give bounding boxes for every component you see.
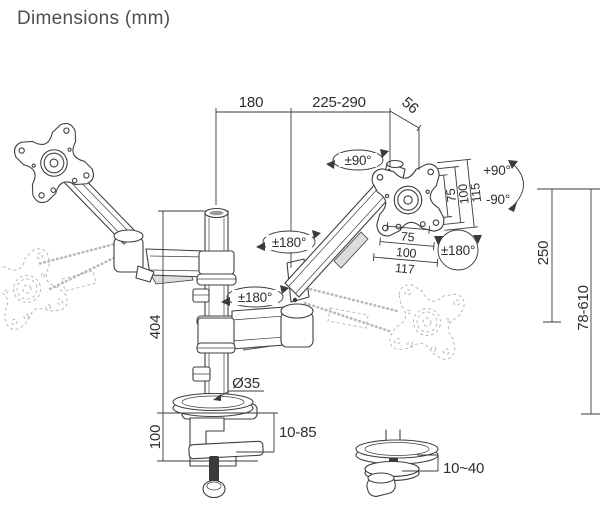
dim-vesa-vertical-75: 75 <box>444 188 459 203</box>
dim-tilt-down: -90° <box>486 192 510 207</box>
clamp-jaw-pad <box>188 440 264 460</box>
ghost-positions <box>0 238 467 362</box>
grommet-thickness-dimension: 10~40 <box>402 454 484 477</box>
dim-height-range: 78-610 <box>575 285 592 331</box>
elbow-pivot-cap-right <box>280 303 314 319</box>
dim-head-rotation: ±180° <box>441 243 475 258</box>
pole-diameter-callout: Ø35 <box>213 375 264 401</box>
upper-extension-arm <box>145 248 237 303</box>
clamp-screw-upper <box>192 288 210 303</box>
dim-arm-inner-reach: 180 <box>239 94 263 111</box>
clamp-knob <box>202 479 226 499</box>
vesa-vertical-dimension-lines <box>437 158 479 231</box>
pole-height-dimension-lines <box>157 210 278 462</box>
desk-clamp <box>172 392 264 499</box>
height-range-dimension-lines <box>537 188 600 415</box>
dim-vesa-horizontal-100: 100 <box>395 245 417 261</box>
arm-under-cover <box>333 231 369 269</box>
tilt-range-symbol: +90° -90° <box>483 160 524 212</box>
pole-clamp-upper <box>198 250 235 275</box>
dim-desk-thickness-grommet: 10~40 <box>443 460 484 477</box>
dim-vesa-vertical-100: 100 <box>456 183 472 205</box>
dim-gas-lift-range: 250 <box>535 241 552 265</box>
upper-arm-rotation-symbol: ±180° <box>256 230 321 254</box>
dim-swivel-angle: ±90° <box>344 153 371 168</box>
dim-clamp-body-height: 100 <box>147 425 164 449</box>
dim-pole-height: 404 <box>147 315 164 339</box>
head-rotation-symbol: ±180° <box>434 229 482 271</box>
dim-vesa-horizontal-75: 75 <box>400 229 415 244</box>
reach-dimension-lines <box>215 108 422 268</box>
clamp-thickness-dimension: 10-85 <box>236 413 317 453</box>
monitor-arm-drawing <box>10 119 439 499</box>
clamp-screw-rod <box>209 456 219 486</box>
vesa-horizontal-dimensions: 75 100 117 <box>372 222 439 277</box>
dim-upper-arm-rotation: ±180° <box>272 235 306 250</box>
grommet-mount <box>355 429 439 497</box>
elbow-pivot-cap-left <box>113 229 144 243</box>
lower-arm-rotation-symbol: ±180° <box>221 285 289 308</box>
dim-vesa-horizontal-117: 117 <box>395 261 416 277</box>
dim-head-offset: 56 <box>398 94 421 118</box>
dim-lower-arm-rotation: ±180° <box>238 290 272 305</box>
page-title: Dimensions (mm) <box>17 8 171 29</box>
ghost-right-vesa-plate <box>387 282 467 362</box>
vesa-horizontal-dimension-lines <box>372 222 439 267</box>
grommet-top-plate <box>355 439 439 459</box>
dim-desk-thickness-clamp: 10-85 <box>279 424 316 441</box>
dim-arm-outer-reach: 225-290 <box>312 94 366 111</box>
dim-tilt-up: +90° <box>483 163 511 178</box>
dim-pole-diameter: Ø35 <box>232 375 260 392</box>
ghost-left-vesa-plate <box>0 244 72 334</box>
right-vesa-plate-group: 75 100 115 <box>370 158 484 238</box>
swivel-rotation-symbol: ±90° <box>326 149 389 171</box>
dim-vesa-vertical-115: 115 <box>468 182 484 203</box>
